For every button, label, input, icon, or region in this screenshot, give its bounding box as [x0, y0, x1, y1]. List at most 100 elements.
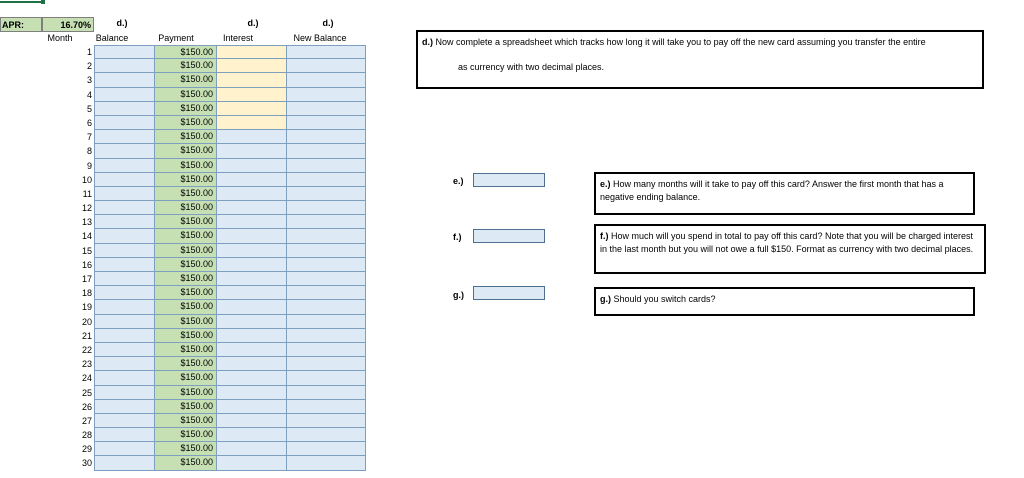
payment-cell[interactable]: $150.00 — [155, 144, 217, 159]
payment-cell[interactable]: $150.00 — [155, 328, 217, 343]
balance-cell[interactable] — [94, 371, 155, 386]
new-balance-cell[interactable] — [287, 357, 366, 372]
interest-cell[interactable] — [217, 286, 287, 301]
balance-cell[interactable] — [94, 272, 155, 287]
interest-cell[interactable] — [217, 342, 287, 358]
new-balance-cell[interactable] — [287, 442, 366, 457]
new-balance-cell[interactable] — [287, 158, 366, 173]
new-balance-cell[interactable] — [287, 342, 366, 358]
new-balance-cell[interactable] — [287, 300, 366, 315]
balance-cell[interactable] — [94, 172, 155, 187]
balance-cell[interactable] — [94, 342, 155, 358]
interest-cell[interactable] — [217, 73, 287, 88]
payment-cell[interactable]: $150.00 — [155, 371, 217, 386]
apr-label-cell[interactable]: APR: — [0, 17, 42, 32]
interest-cell[interactable] — [217, 442, 287, 457]
payment-cell[interactable]: $150.00 — [155, 59, 217, 74]
interest-cell[interactable] — [217, 385, 287, 400]
new-balance-cell[interactable] — [287, 144, 366, 159]
new-balance-cell[interactable] — [287, 399, 366, 414]
balance-cell[interactable] — [94, 314, 155, 329]
balance-cell[interactable] — [94, 300, 155, 315]
interest-cell[interactable] — [217, 257, 287, 272]
payment-cell[interactable]: $150.00 — [155, 115, 217, 131]
apr-value-cell[interactable]: 16.70% — [42, 17, 94, 32]
new-balance-cell[interactable] — [287, 243, 366, 258]
new-balance-cell[interactable] — [287, 286, 366, 301]
interest-cell[interactable] — [217, 144, 287, 159]
interest-cell[interactable] — [217, 87, 287, 102]
payment-cell[interactable]: $150.00 — [155, 172, 217, 187]
interest-cell[interactable] — [217, 215, 287, 230]
interest-cell[interactable] — [217, 314, 287, 329]
answer-e-cell[interactable] — [473, 173, 545, 187]
interest-cell[interactable] — [217, 399, 287, 414]
interest-cell[interactable] — [217, 201, 287, 216]
payment-cell[interactable]: $150.00 — [155, 442, 217, 457]
payment-cell[interactable]: $150.00 — [155, 215, 217, 230]
balance-cell[interactable] — [94, 101, 155, 116]
question-f-box[interactable]: f.) How much will you spend in total to … — [594, 224, 986, 274]
payment-cell[interactable]: $150.00 — [155, 357, 217, 372]
balance-cell[interactable] — [94, 428, 155, 443]
new-balance-cell[interactable] — [287, 371, 366, 386]
balance-cell[interactable] — [94, 385, 155, 400]
interest-cell[interactable] — [217, 413, 287, 429]
payment-cell[interactable]: $150.00 — [155, 314, 217, 329]
payment-cell[interactable]: $150.00 — [155, 73, 217, 88]
interest-cell[interactable] — [217, 158, 287, 173]
balance-cell[interactable] — [94, 357, 155, 372]
interest-cell[interactable] — [217, 115, 287, 131]
new-balance-cell[interactable] — [287, 115, 366, 131]
answer-g-cell[interactable] — [473, 286, 545, 300]
new-balance-cell[interactable] — [287, 186, 366, 202]
payment-cell[interactable]: $150.00 — [155, 300, 217, 315]
balance-cell[interactable] — [94, 243, 155, 258]
new-balance-cell[interactable] — [287, 87, 366, 102]
new-balance-cell[interactable] — [287, 314, 366, 329]
new-balance-cell[interactable] — [287, 101, 366, 116]
balance-cell[interactable] — [94, 399, 155, 414]
payment-cell[interactable]: $150.00 — [155, 257, 217, 272]
new-balance-cell[interactable] — [287, 328, 366, 343]
new-balance-cell[interactable] — [287, 172, 366, 187]
new-balance-cell[interactable] — [287, 428, 366, 443]
interest-cell[interactable] — [217, 300, 287, 315]
new-balance-cell[interactable] — [287, 215, 366, 230]
interest-cell[interactable] — [217, 101, 287, 116]
balance-cell[interactable] — [94, 413, 155, 429]
balance-cell[interactable] — [94, 229, 155, 244]
balance-cell[interactable] — [94, 87, 155, 102]
interest-cell[interactable] — [217, 186, 287, 202]
new-balance-cell[interactable] — [287, 413, 366, 429]
interest-cell[interactable] — [217, 45, 287, 60]
payment-cell[interactable]: $150.00 — [155, 342, 217, 358]
new-balance-cell[interactable] — [287, 456, 366, 471]
payment-cell[interactable]: $150.00 — [155, 229, 217, 244]
payment-cell[interactable]: $150.00 — [155, 186, 217, 202]
new-balance-cell[interactable] — [287, 385, 366, 400]
balance-cell[interactable] — [94, 73, 155, 88]
payment-cell[interactable]: $150.00 — [155, 272, 217, 287]
interest-cell[interactable] — [217, 172, 287, 187]
interest-cell[interactable] — [217, 456, 287, 471]
payment-cell[interactable]: $150.00 — [155, 243, 217, 258]
question-e-box[interactable]: e.) How many months will it take to pay … — [594, 172, 975, 215]
interest-cell[interactable] — [217, 229, 287, 244]
balance-cell[interactable] — [94, 130, 155, 145]
question-g-box[interactable]: g.) Should you switch cards? — [594, 287, 975, 316]
interest-cell[interactable] — [217, 130, 287, 145]
interest-cell[interactable] — [217, 428, 287, 443]
interest-cell[interactable] — [217, 243, 287, 258]
new-balance-cell[interactable] — [287, 59, 366, 74]
payment-cell[interactable]: $150.00 — [155, 413, 217, 429]
balance-cell[interactable] — [94, 186, 155, 202]
payment-cell[interactable]: $150.00 — [155, 130, 217, 145]
new-balance-cell[interactable] — [287, 130, 366, 145]
new-balance-cell[interactable] — [287, 257, 366, 272]
payment-cell[interactable]: $150.00 — [155, 385, 217, 400]
selection-handle[interactable] — [41, 0, 45, 4]
interest-cell[interactable] — [217, 328, 287, 343]
balance-cell[interactable] — [94, 328, 155, 343]
new-balance-cell[interactable] — [287, 201, 366, 216]
